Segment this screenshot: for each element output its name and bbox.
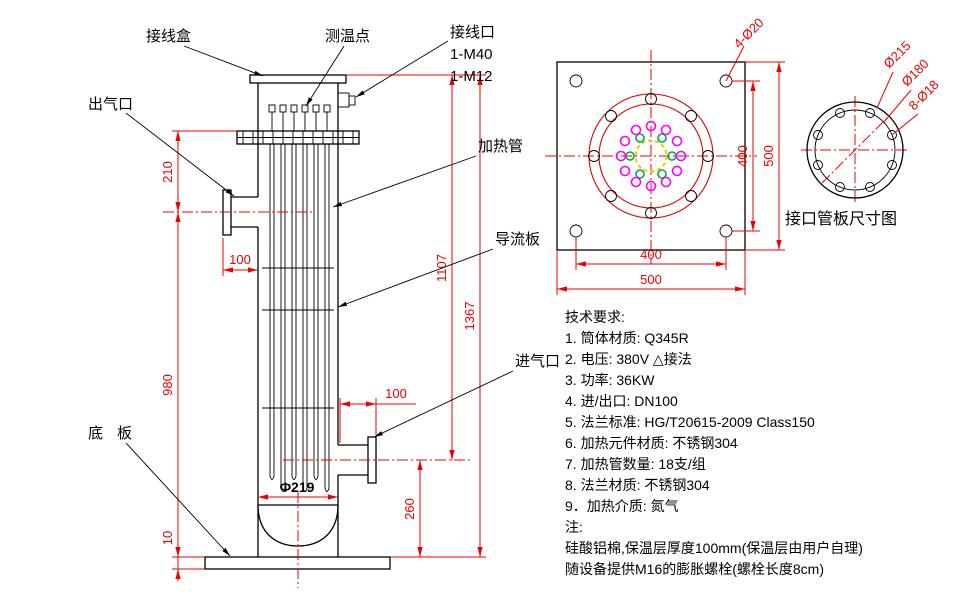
leader-base-plate [125,442,231,557]
tech-note-title: 注: [565,519,583,535]
leader-bolt-circle [883,89,912,123]
label-heater-tube: 加热管 [478,138,523,155]
label-base-plate: 底板 [88,424,146,442]
leader-corner-holes [725,45,745,82]
leader-gas-outlet [125,112,235,197]
dim-500h: 500 [640,272,662,287]
tech-note-2: 随设备提供M16的膨胀螺栓(螺栓长度8cm) [565,561,824,577]
port-flange-view: Ø215 Ø180 8-Ø18 接口管板尺寸图 [785,38,942,228]
baffle-plates [262,267,334,409]
plate-extension-lines [556,61,785,295]
heater-positions-outer-ring [615,120,687,192]
terminal-pins [271,112,328,131]
label-gas-inlet: 进气口 [515,353,560,370]
extension-lines [172,74,486,570]
heating-rods [269,144,330,492]
leader-baffle [337,248,494,308]
callout-corner-holes: 4-Ø20 [731,15,767,51]
tech-item-4: 4. 进/出口: DN100 [565,393,678,409]
plate-outline [556,61,746,251]
leader-heater-tube [332,155,477,208]
leader-holes [891,113,919,136]
tech-title: 技术要求: [565,309,625,325]
label-baffle: 导流板 [495,230,540,248]
tech-item-2: 2. 电压: 380V △接法 [565,351,692,367]
port-bolt-circle [814,109,896,191]
flange-bolt-holes [588,93,714,219]
tech-item-8: 8. 法兰材质: 不锈钢304 [565,477,710,493]
leader-temp-point [305,45,345,107]
heater-pitch-circle-inner [634,139,668,173]
cable-gland [337,92,356,108]
dim-980: 980 [160,374,175,396]
label-wiring-port: 接线口 [450,24,495,41]
flange-inner-circle [598,103,704,209]
tech-item-7: 7. 加热管数量: 18支/组 [565,456,706,472]
label-temp-point: 测温点 [325,28,370,45]
label-junction-box: 接线盒 [146,28,191,45]
tech-item-6: 6. 加热元件材质: 不锈钢304 [565,435,738,451]
dim-400v: 400 [735,145,750,167]
tech-note-1: 硅酸铝棉,保温层厚度100mm(保温层由用户自理) [565,540,863,556]
leader-junction-box [183,45,264,77]
dim-100-left: 100 [229,252,251,267]
tech-item-3: 3. 功率: 36KW [565,372,655,388]
tube-plate-view: 4-Ø20 400 500 400 500 [556,15,785,295]
terminal-caps [268,104,331,113]
leader-outer-dia [876,71,894,109]
flange-bolt-ticks [242,131,354,144]
label-wiring-spec-2: 1-M12 [450,68,493,85]
port-view-caption: 接口管板尺寸图 [785,210,897,228]
tech-item-1: 1. 筒体材质: Q345R [565,330,689,346]
centerlines [163,50,909,588]
dim-phi219: Φ219 [280,479,315,495]
dim-1367: 1367 [462,302,477,331]
callout-outer-dia: Ø215 [881,38,914,71]
dim-260: 260 [402,498,417,520]
flange-outer-circle [588,93,714,219]
port-centerline-diag [821,116,889,184]
tech-item-5: 5. 法兰标准: HG/T20615-2009 Class150 [565,414,815,430]
dim-100-right: 100 [385,386,407,401]
dim-400h: 400 [640,247,662,262]
leader-wiring-port [355,40,449,98]
port-bolt-holes [813,108,897,192]
tech-item-9: 9．加热介质: 氮气 [565,498,679,514]
leader-gas-inlet [373,370,514,438]
port-outer-circle [806,101,904,199]
label-gas-outlet: 出气口 [88,96,133,113]
technical-requirements: 技术要求: 1. 筒体材质: Q345R 2. 电压: 380V △接法 3. … [565,309,863,577]
label-wiring-spec-1: 1-M40 [450,46,493,63]
part-labels: 接线盒 测温点 接线口 1-M40 1-M12 出气口 加热管 导流板 进气口 … [88,24,560,557]
dim-10: 10 [160,531,175,545]
dim-500v: 500 [761,145,776,167]
top-cover-plate [249,74,347,84]
dim-210: 210 [160,161,175,183]
